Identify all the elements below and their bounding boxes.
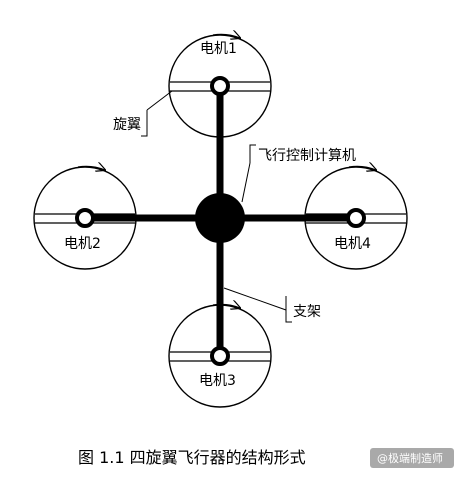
motor-4-assembly: 电机4 bbox=[304, 166, 408, 270]
frame-leader-line bbox=[223, 287, 287, 311]
rotation-arrow-4 bbox=[348, 166, 376, 170]
rotation-arrow-2 bbox=[77, 166, 105, 170]
motor-3-label: 电机3 bbox=[199, 373, 236, 389]
flight-computer-body bbox=[195, 193, 245, 243]
motor-3-assembly: 电机3 bbox=[168, 304, 272, 408]
rotation-arrow-1 bbox=[212, 34, 240, 38]
motor-hub-4 bbox=[346, 208, 366, 228]
motor-2-assembly: 电机2 bbox=[33, 166, 137, 270]
watermark-background bbox=[370, 448, 454, 468]
frame-callout: 支架 bbox=[223, 287, 321, 323]
motor-1-assembly: 电机1 bbox=[168, 34, 272, 138]
motor-1-label: 电机1 bbox=[200, 41, 237, 57]
frame-label-bracket bbox=[285, 296, 292, 323]
rotor-label-bracket bbox=[141, 110, 148, 137]
figure-caption: 图 1.1 四旋翼飞行器的结构形式 bbox=[78, 448, 306, 467]
flight-computer-label: 飞行控制计算机 bbox=[258, 148, 356, 164]
rotor-disk-3 bbox=[168, 304, 272, 408]
motor-hub-3 bbox=[210, 346, 230, 366]
watermark: @极端制造师 bbox=[370, 448, 454, 468]
rotor-disk-4 bbox=[304, 166, 408, 270]
flight-computer-label-bracket bbox=[249, 144, 256, 163]
motor-hub-1 bbox=[210, 76, 230, 96]
rotor-callout: 旋翼 bbox=[113, 90, 173, 137]
frame-label: 支架 bbox=[293, 304, 321, 320]
watermark-text: @极端制造师 bbox=[377, 451, 443, 465]
rotor-disk-1 bbox=[168, 34, 272, 138]
motor-2-label: 电机2 bbox=[64, 236, 101, 252]
motor-hub-2 bbox=[75, 208, 95, 228]
rotor-leader-line bbox=[146, 90, 173, 111]
rotation-arrow-3 bbox=[212, 304, 240, 308]
rotor-label: 旋翼 bbox=[113, 117, 141, 133]
flight-computer-leader-line bbox=[241, 162, 251, 203]
rotor-disk-2 bbox=[33, 166, 137, 270]
motor-4-label: 电机4 bbox=[334, 236, 371, 252]
flight-computer-callout: 飞行控制计算机 bbox=[241, 144, 356, 203]
